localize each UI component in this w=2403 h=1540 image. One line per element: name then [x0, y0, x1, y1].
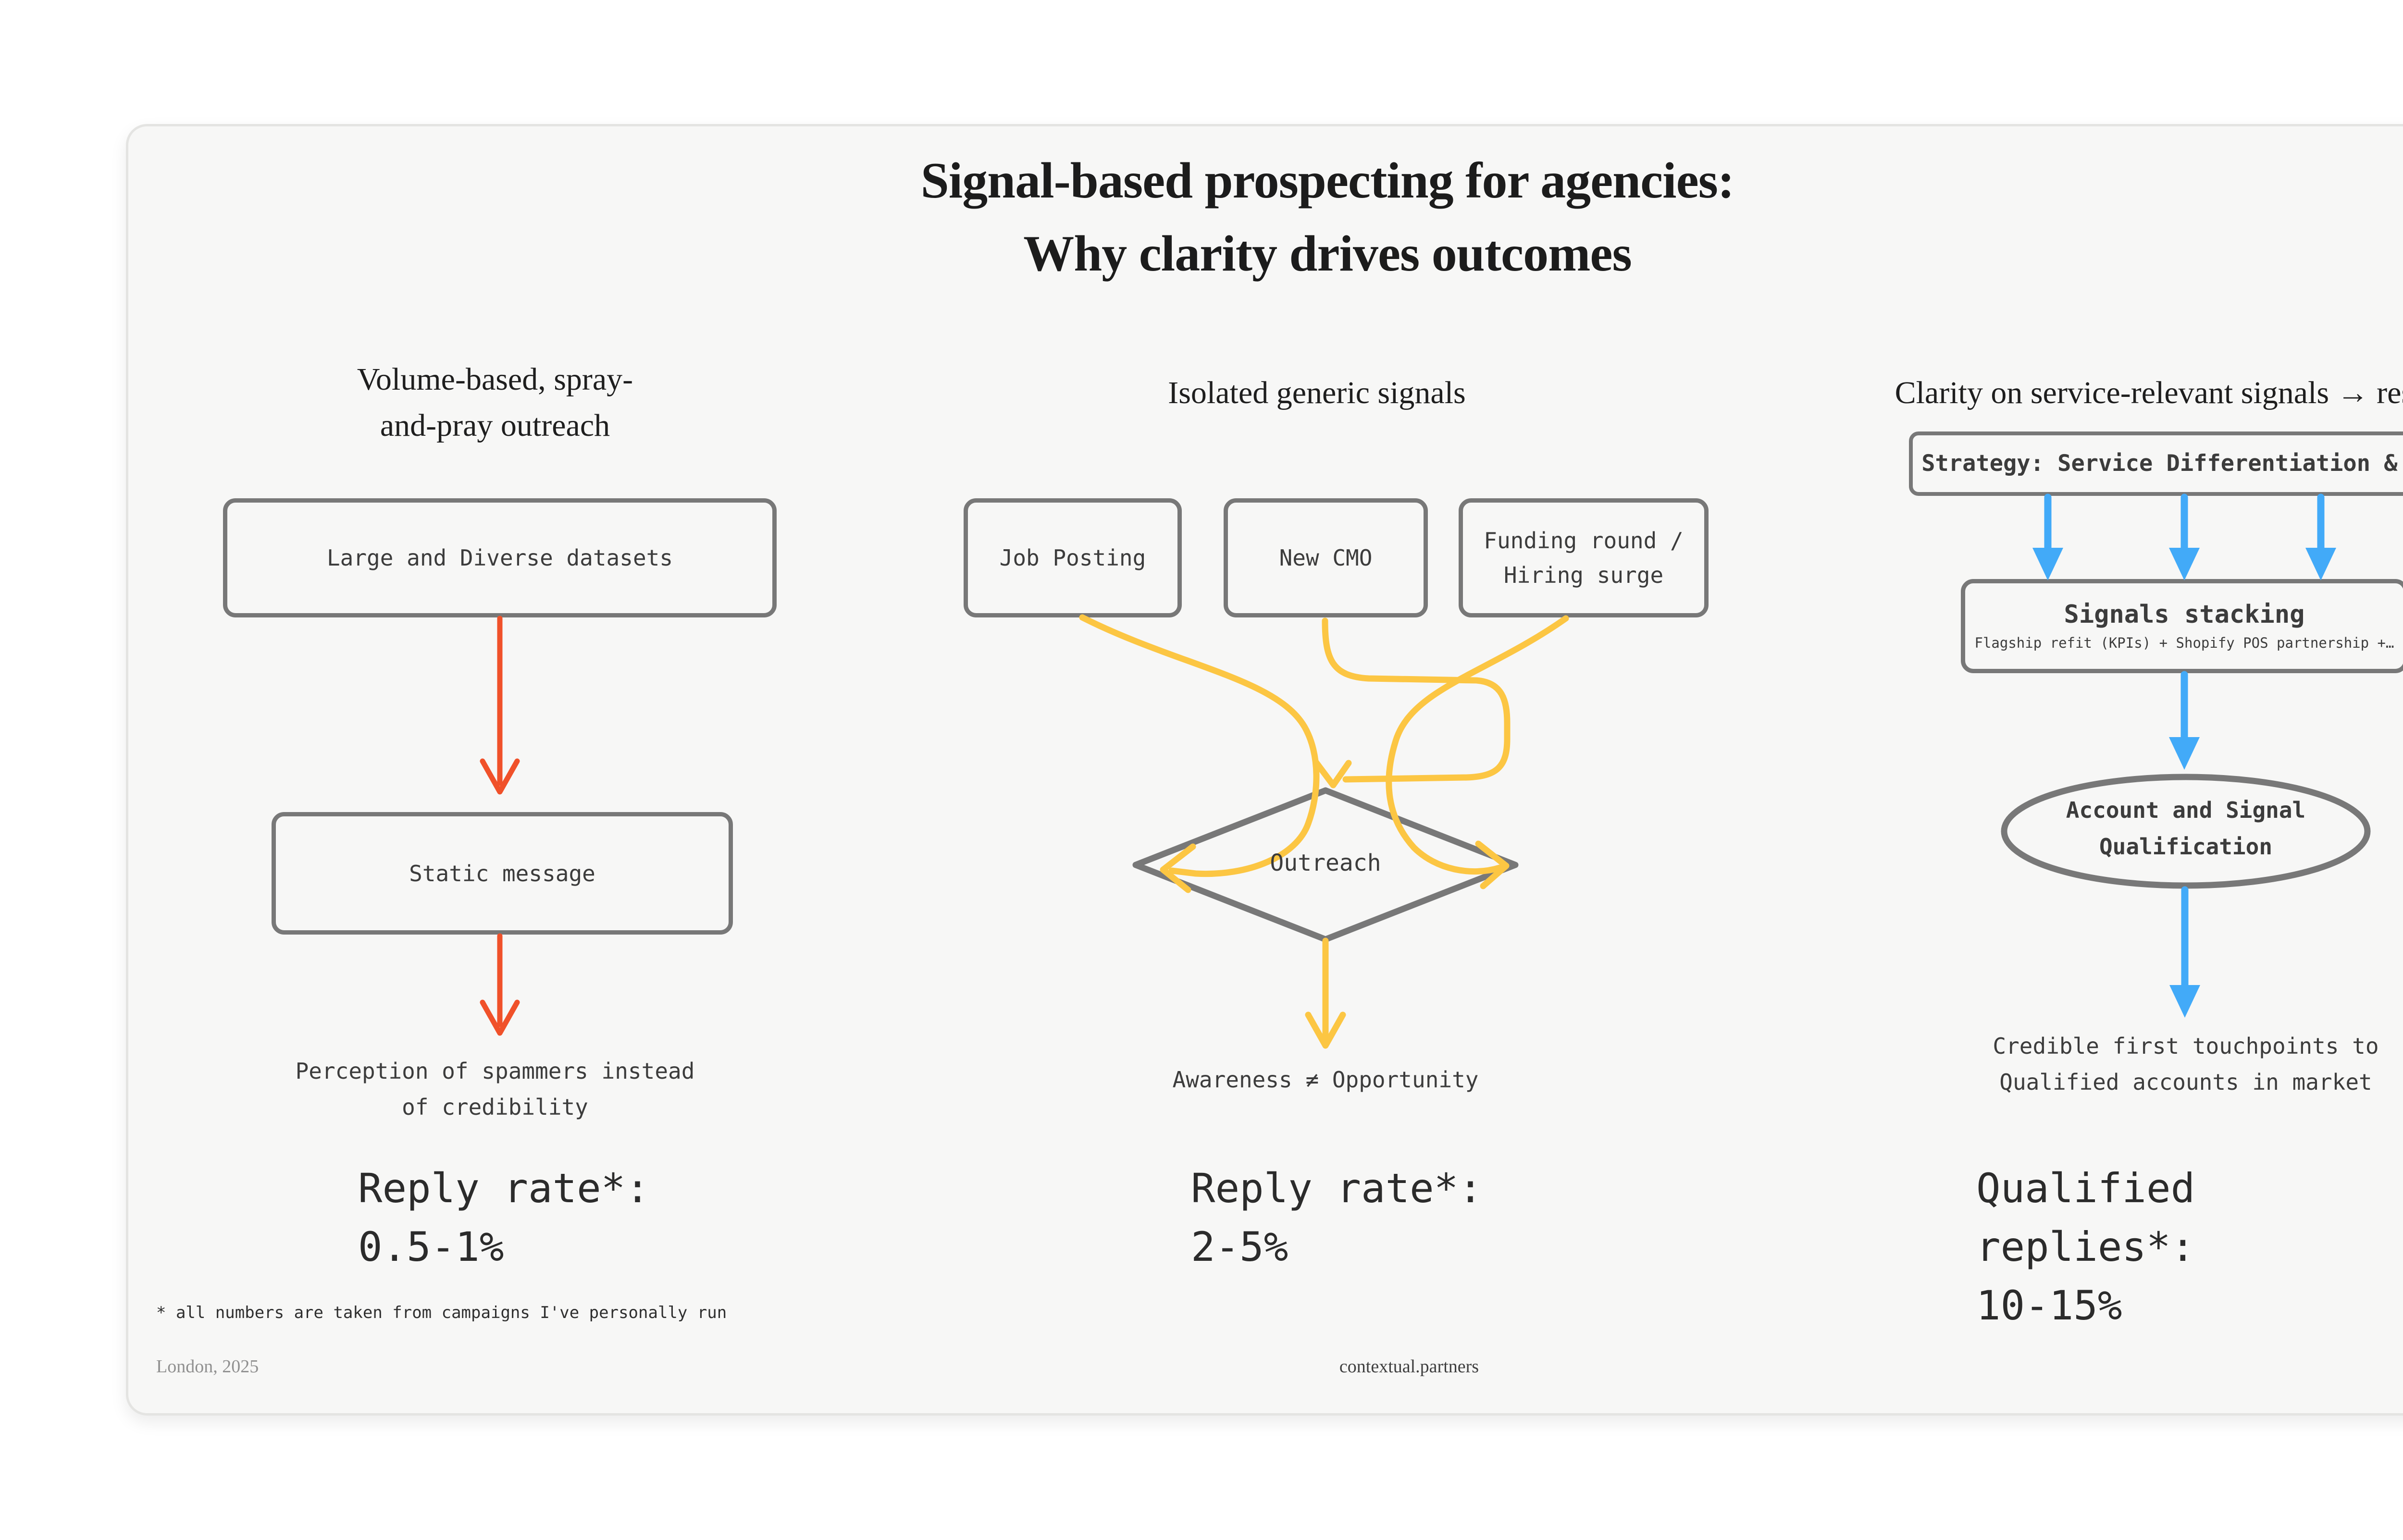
node-strategy: Strategy: Service Differentiation & ICP: [1909, 431, 2403, 496]
node-static-message-label: Static message: [409, 860, 595, 887]
column1-header: Volume-based, spray- and-pray outreach: [255, 357, 735, 449]
node-static-message: Static message: [272, 812, 733, 935]
column3-metric: Qualified replies*: 10-15%: [1976, 1159, 2195, 1335]
node-signals-stacking: Signals stacking Flagship refit (KPIs) +…: [1961, 579, 2403, 673]
column1-header-line1: Volume-based, spray-: [357, 362, 633, 397]
node-new-cmo-label: New CMO: [1279, 545, 1373, 571]
column1-outcome-line2: of credibility: [402, 1094, 588, 1120]
node-new-cmo: New CMO: [1224, 498, 1428, 617]
footer-website: contextual.partners: [1339, 1356, 1479, 1377]
node-funding-round: Funding round / Hiring surge: [1459, 498, 1709, 617]
node-funding-round-line1: Funding round /: [1484, 528, 1684, 554]
node-large-diverse-datasets: Large and Diverse datasets: [223, 498, 777, 617]
qualification-ellipse-line1: Account and Signal: [2066, 797, 2306, 823]
footer-location: London, 2025: [156, 1356, 259, 1377]
page-title-line1: Signal-based prospecting for agencies:: [920, 152, 1734, 209]
column3-outcome: Credible first touchpoints to Qualified …: [1984, 1028, 2388, 1100]
qualification-ellipse-label: Account and Signal Qualification: [2003, 792, 2368, 865]
column1-metric-value: 0.5-1%: [358, 1223, 504, 1270]
column2-metric-value: 2-5%: [1191, 1223, 1288, 1270]
column1-header-line2: and-pray outreach: [380, 408, 610, 443]
column3-metric-label-line1: Qualified: [1976, 1165, 2195, 1212]
column2-metric-label: Reply rate*:: [1191, 1165, 1483, 1212]
page-title: Signal-based prospecting for agencies: W…: [607, 144, 2048, 290]
outreach-diamond-label: Outreach: [1270, 850, 1381, 876]
node-job-posting-label: Job Posting: [999, 545, 1146, 571]
page-title-line2: Why clarity drives outcomes: [1023, 225, 1632, 282]
column2-outcome: Awareness ≠ Opportunity: [1172, 1067, 1479, 1093]
qualification-ellipse-line2: Qualification: [2099, 834, 2273, 860]
footer-linkedin-url: linkedin.com/in/max-pochuev/: [2211, 1356, 2403, 1377]
node-strategy-label: Strategy: Service Differentiation & ICP: [1921, 450, 2403, 477]
column3-metric-label-line2: replies*:: [1976, 1223, 2195, 1270]
column3-outcome-line2: Qualified accounts in market: [1999, 1069, 2372, 1095]
column3-metric-value: 10-15%: [1976, 1282, 2122, 1329]
node-funding-round-line2: Hiring surge: [1503, 562, 1664, 588]
footnote: * all numbers are taken from campaigns I…: [156, 1303, 727, 1322]
column2-metric: Reply rate*: 2-5%: [1191, 1159, 1483, 1276]
node-large-diverse-datasets-label: Large and Diverse datasets: [326, 545, 673, 571]
column1-metric-label: Reply rate*:: [358, 1165, 650, 1212]
column1-metric: Reply rate*: 0.5-1%: [358, 1159, 650, 1276]
column3-header: Clarity on service-relevant signals → re…: [1895, 375, 2403, 410]
column2-header: Isolated generic signals: [1168, 375, 1466, 410]
column3-outcome-line1: Credible first touchpoints to: [1993, 1033, 2379, 1059]
node-signals-stacking-subtitle: Flagship refit (KPIs) + Shopify POS part…: [1974, 635, 2394, 651]
column1-outcome: Perception of spammers instead of credib…: [288, 1053, 702, 1125]
node-job-posting: Job Posting: [964, 498, 1182, 617]
node-signals-stacking-title: Signals stacking: [2064, 600, 2305, 629]
column1-outcome-line1: Perception of spammers instead: [295, 1058, 695, 1084]
